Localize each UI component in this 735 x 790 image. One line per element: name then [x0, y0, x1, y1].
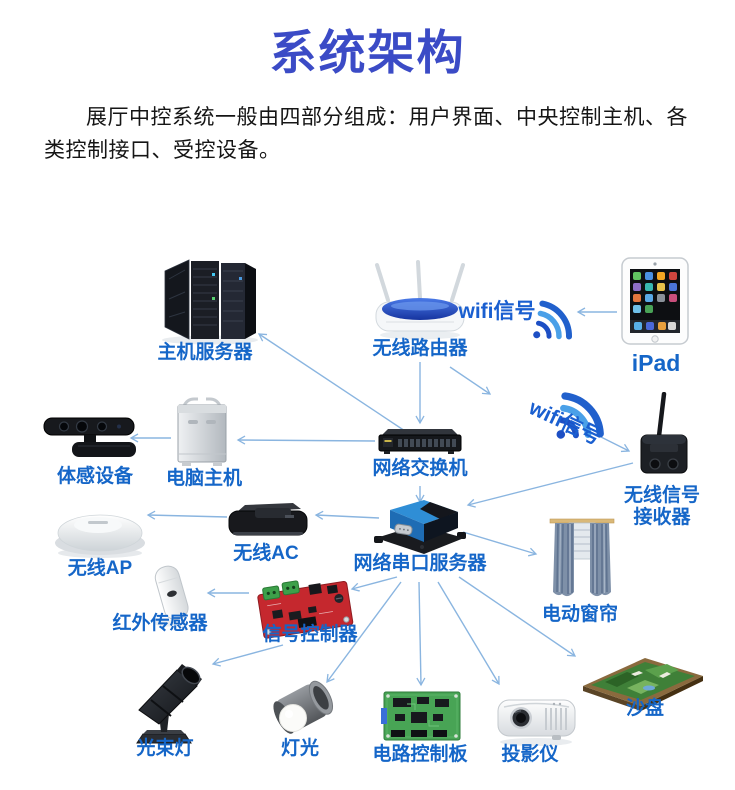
label-wireless-ac: 无线AC — [233, 543, 299, 564]
ipad-icon — [619, 256, 691, 348]
page-title: 系统架构 — [269, 26, 466, 79]
wireless-ap-icon — [50, 503, 150, 559]
curtain-icon — [547, 514, 617, 606]
arrow-serial-to-projector — [437, 581, 499, 684]
label-ir-sensor: 红外传感器 — [112, 613, 208, 634]
label-wireless-receiver-line1: 无线信号 — [623, 485, 701, 506]
serial-server-icon — [374, 498, 466, 560]
arrow-signalctrl-to-beam — [213, 644, 284, 664]
arrow-wifi-to-receiver — [600, 436, 629, 451]
circuit-board-icon — [381, 684, 463, 746]
label-ipad: iPad — [631, 350, 681, 376]
server-rack-icon — [155, 255, 265, 345]
wireless-router-icon — [370, 258, 470, 343]
arrow-serial-to-signalctrl — [352, 576, 398, 589]
label-wifi-signal-top: wifi信号 — [458, 300, 536, 323]
arrow-serial-to-ac — [316, 515, 380, 518]
label-wireless-receiver: 无线信号 接收器 — [624, 485, 700, 529]
label-serial-server: 网络串口服务器 — [353, 553, 487, 574]
label-light: 灯光 — [280, 738, 320, 759]
signal-controller-icon — [252, 572, 357, 644]
beam-light-icon — [121, 656, 209, 748]
label-computer-host: 电脑主机 — [165, 468, 243, 489]
sand-table-icon — [575, 650, 710, 712]
arrow-ac-to-ap — [148, 515, 228, 517]
label-wifi-signal-mid: wifi信号 — [525, 396, 605, 450]
label-network-switch: 网络交换机 — [372, 458, 468, 479]
label-host-server: 主机服务器 — [157, 342, 253, 363]
arrow-router-to-wifi — [449, 366, 490, 394]
wireless-receiver-icon — [628, 392, 698, 487]
lamp-icon — [266, 676, 338, 742]
label-electric-curtain: 电动窗帘 — [541, 604, 619, 625]
label-wireless-ap: 无线AP — [67, 558, 133, 579]
ir-sensor-icon — [140, 560, 202, 628]
wireless-ac-icon — [223, 500, 313, 545]
arrow-receiver-to-serial — [468, 462, 634, 505]
label-signal-controller: 信号控制器 — [262, 624, 358, 645]
arrow-serial-to-circuit — [419, 581, 421, 685]
label-sand-table: 沙盘 — [625, 698, 665, 719]
arrow-switch-to-computer — [238, 440, 376, 441]
label-beam-light: 光束灯 — [136, 738, 194, 759]
network-switch-icon — [374, 426, 466, 458]
motion-sensor-icon — [42, 410, 142, 465]
label-wireless-router: 无线路由器 — [372, 338, 468, 359]
arrow-serial-to-curtain — [462, 531, 536, 554]
computer-tower-icon — [174, 396, 230, 468]
intro-paragraph: 展厅中控系统一般由四部分组成：用户界面、中央控制主机、各类控制接口、受控设备。 — [44, 106, 688, 162]
label-projector: 投影仪 — [501, 744, 559, 765]
projector-icon — [494, 690, 579, 748]
label-wireless-receiver-line2: 接收器 — [633, 506, 691, 528]
label-motion-device: 体感设备 — [56, 466, 134, 487]
label-circuit-board: 电路控制板 — [372, 744, 468, 765]
